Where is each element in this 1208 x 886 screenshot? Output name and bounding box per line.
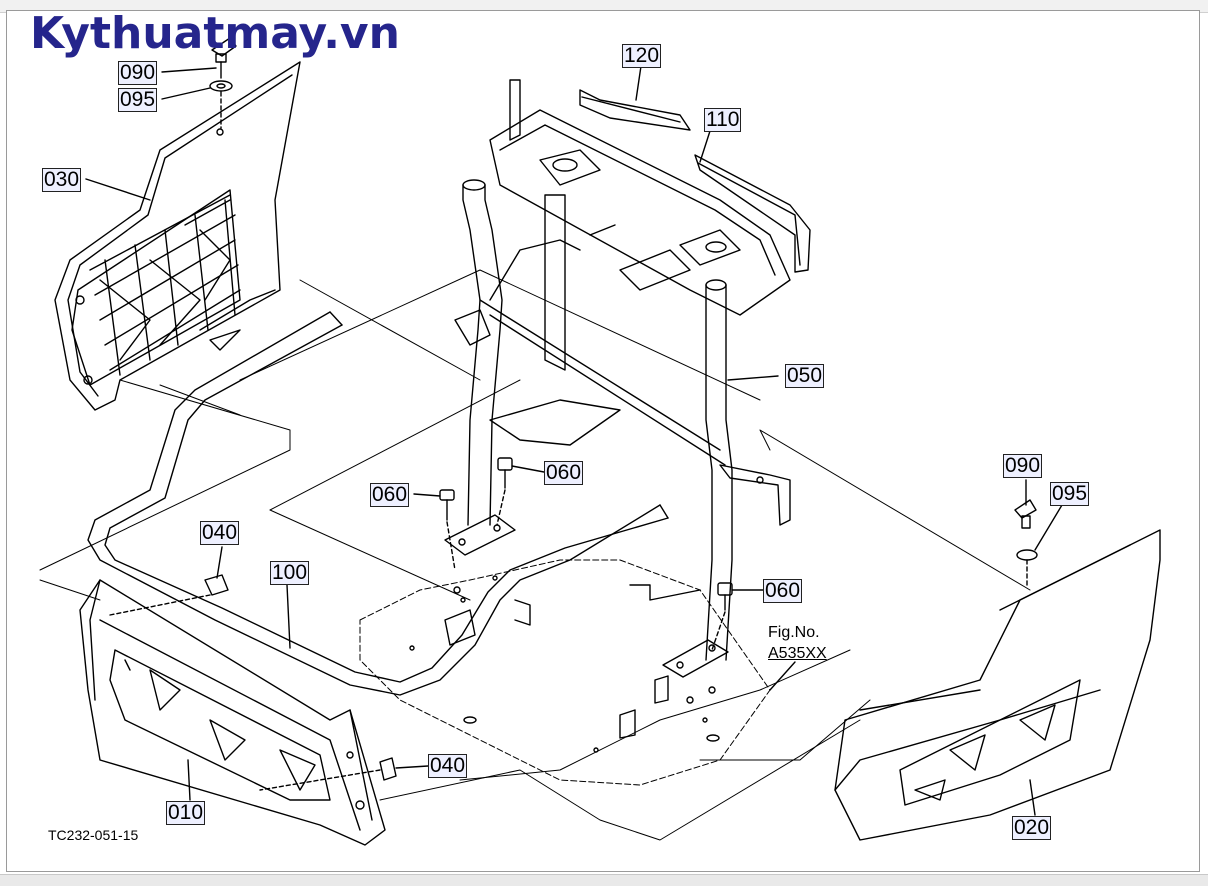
- seat-frame-050: [444, 79, 791, 678]
- part-label-100[interactable]: 100: [270, 561, 310, 585]
- drawing-code: TC232-051-15: [48, 827, 139, 843]
- part-label-010[interactable]: 010: [166, 801, 206, 825]
- part-label-090-left[interactable]: 090: [118, 61, 158, 85]
- left-bolt-090: [209, 37, 237, 129]
- right-bolt-090: [1014, 479, 1063, 586]
- part-label-060-left[interactable]: 060: [370, 483, 410, 507]
- part-label-095-left[interactable]: 095: [118, 88, 158, 112]
- window-bottom-bar: [0, 874, 1208, 886]
- figure-reference-label: Fig.No.: [768, 624, 820, 641]
- bolt-060-middle: [496, 457, 513, 526]
- site-watermark: Kythuatmay.vn: [30, 8, 400, 59]
- step-bar-100: [87, 311, 669, 696]
- floor-plate-outline: [359, 559, 771, 786]
- part-label-060-right[interactable]: 060: [763, 579, 803, 603]
- part-label-040-upper[interactable]: 040: [200, 521, 240, 545]
- part-label-110[interactable]: 110: [704, 108, 742, 132]
- seat-rail-120: [579, 65, 691, 131]
- left-fender-010: [79, 579, 386, 846]
- part-label-090-right[interactable]: 090: [1003, 454, 1043, 478]
- part-label-060-middle[interactable]: 060: [544, 461, 584, 485]
- left-cover-panel-030: [54, 61, 301, 411]
- part-label-095-right[interactable]: 095: [1050, 482, 1090, 506]
- part-label-050[interactable]: 050: [785, 364, 825, 388]
- part-label-030[interactable]: 030: [42, 168, 82, 192]
- right-fender-020: [834, 529, 1161, 841]
- bolt-060-right: [711, 582, 733, 651]
- seat-rail-110: [694, 130, 811, 273]
- figure-reference[interactable]: Fig.No. A535XX: [768, 622, 827, 664]
- floor-fasteners: [409, 575, 720, 753]
- leader-lines: [85, 67, 1036, 816]
- bolt-040-lower: [259, 757, 429, 791]
- bolt-040-upper: [109, 546, 229, 616]
- figure-reference-number: A535XX: [768, 645, 827, 662]
- bolt-060-left: [439, 489, 456, 571]
- part-label-120[interactable]: 120: [622, 44, 662, 68]
- part-label-020[interactable]: 020: [1012, 816, 1052, 840]
- part-label-040-lower[interactable]: 040: [428, 754, 468, 778]
